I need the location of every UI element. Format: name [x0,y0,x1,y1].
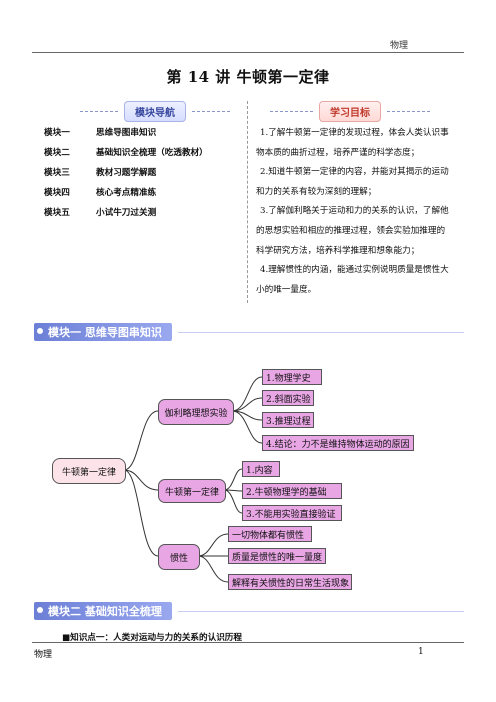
goal-line: 物本质的曲折过程，培养严谨的科学态度； [256,147,420,158]
mindmap-leaf: 3.推理过程 [262,412,314,428]
column-divider [247,101,248,303]
goal-line: 和力的关系有较为深刻的理解； [256,186,377,197]
connector-b2-l1 [223,468,243,491]
mindmap-leaf: 质量是惯性的唯一量度 [228,548,326,564]
bullet-icon [37,607,43,613]
page-title: 第 14 讲 牛顿第一定律 [166,68,330,86]
nav-item[interactable]: 模块二基础知识全梳理（吃透教材） [44,148,208,158]
module1-rule [177,331,464,333]
mindmap-leaf: 4.结论：力不是维持物体运动的原因 [262,435,414,451]
nav-item[interactable]: 模块三教材习题学解题 [44,168,157,178]
mindmap-leaf: 解释有关惯性的日常生活现象 [228,574,352,590]
connector-root-branch3 [123,469,159,557]
connector-root-branch2 [123,469,159,491]
page-number: 1 [418,647,424,657]
module2-banner: 模块二 基础知识全梳理 [34,602,464,620]
nav-item[interactable]: 模块一思维导图串知识 [44,128,157,138]
goal-line: 的思想实验和相应的推理过程，领会实验加推理的 [256,225,446,236]
mindmap-leaf: 2.斜面实验 [262,390,314,406]
mindmap-branch-inertia: 惯性 [158,544,200,570]
mindmap-branch-newton: 牛顿第一定律 [158,479,226,503]
goal-line: 1.了解牛顿第一定律的发现过程，体会人类认识事 [260,128,449,138]
goal-line: 小的唯一量度。 [256,284,317,295]
goal-line: 4.理解惯性的内涵，能通过实例说明质量是惯性大 [260,265,449,276]
goals-heading-label: 学习目标 [319,100,381,122]
mindmap-root: 牛顿第一定律 [52,458,126,484]
header-rule [32,52,464,53]
knowledge-point-heading: ■知识点一：人类对运动与力的关系的认识历程 [62,633,242,643]
connector-b3-l3 [197,555,229,583]
connector-b1-l1 [231,376,263,412]
learning-goals: 1.了解牛顿第一定律的发现过程，体会人类认识事 物本质的曲折过程，培养严谨的科学… [256,124,466,300]
connector-b3-l1 [197,533,229,557]
footer-rule [32,642,464,643]
nav-item[interactable]: 模块五小试牛刀过关测 [44,208,157,218]
module2-rule [177,610,464,612]
module1-banner: 模块一 思维导图串知识 [34,323,464,341]
connector-root-branch1 [123,410,159,471]
mindmap-leaf: 1.物理学史 [262,369,322,385]
connector-b1-l4 [231,410,263,444]
goals-heading: 学习目标 [270,100,430,122]
mindmap-leaf: 1.内容 [242,461,280,477]
goal-line: 2.知道牛顿第一定律的内容，并能对其揭示的运动 [260,167,449,178]
mindmap-branch-galileo: 伽利略理想实验 [158,399,234,425]
bullet-icon [37,328,43,334]
module-nav-list: 模块一思维导图串知识 模块二基础知识全梳理（吃透教材） 模块三教材习题学解题 模… [44,126,208,226]
nav-item[interactable]: 模块四核心考点精准练 [44,188,157,198]
module2-tag: 模块二 基础知识全梳理 [34,602,172,620]
connector-b1-l2 [231,397,263,412]
connector-b2-l3 [223,489,243,514]
mindmap-leaf: 一切物体都有惯性 [228,526,312,542]
footer-subject: 物理 [34,650,53,660]
mindmap-leaf: 2.牛顿物理学的基础 [242,483,342,499]
goal-line: 科学研究方法，培养科学推理和想象能力； [256,245,420,256]
mindmap-leaf: 3.不能用实验直接验证 [242,505,342,521]
header-subject: 物理 [389,41,408,51]
goal-line: 3.了解伽利略关于运动和力的关系的认识，了解他 [260,206,449,217]
module1-tag: 模块一 思维导图串知识 [34,323,172,341]
nav-heading: 模块导航 [80,100,230,122]
nav-heading-label: 模块导航 [124,100,186,122]
